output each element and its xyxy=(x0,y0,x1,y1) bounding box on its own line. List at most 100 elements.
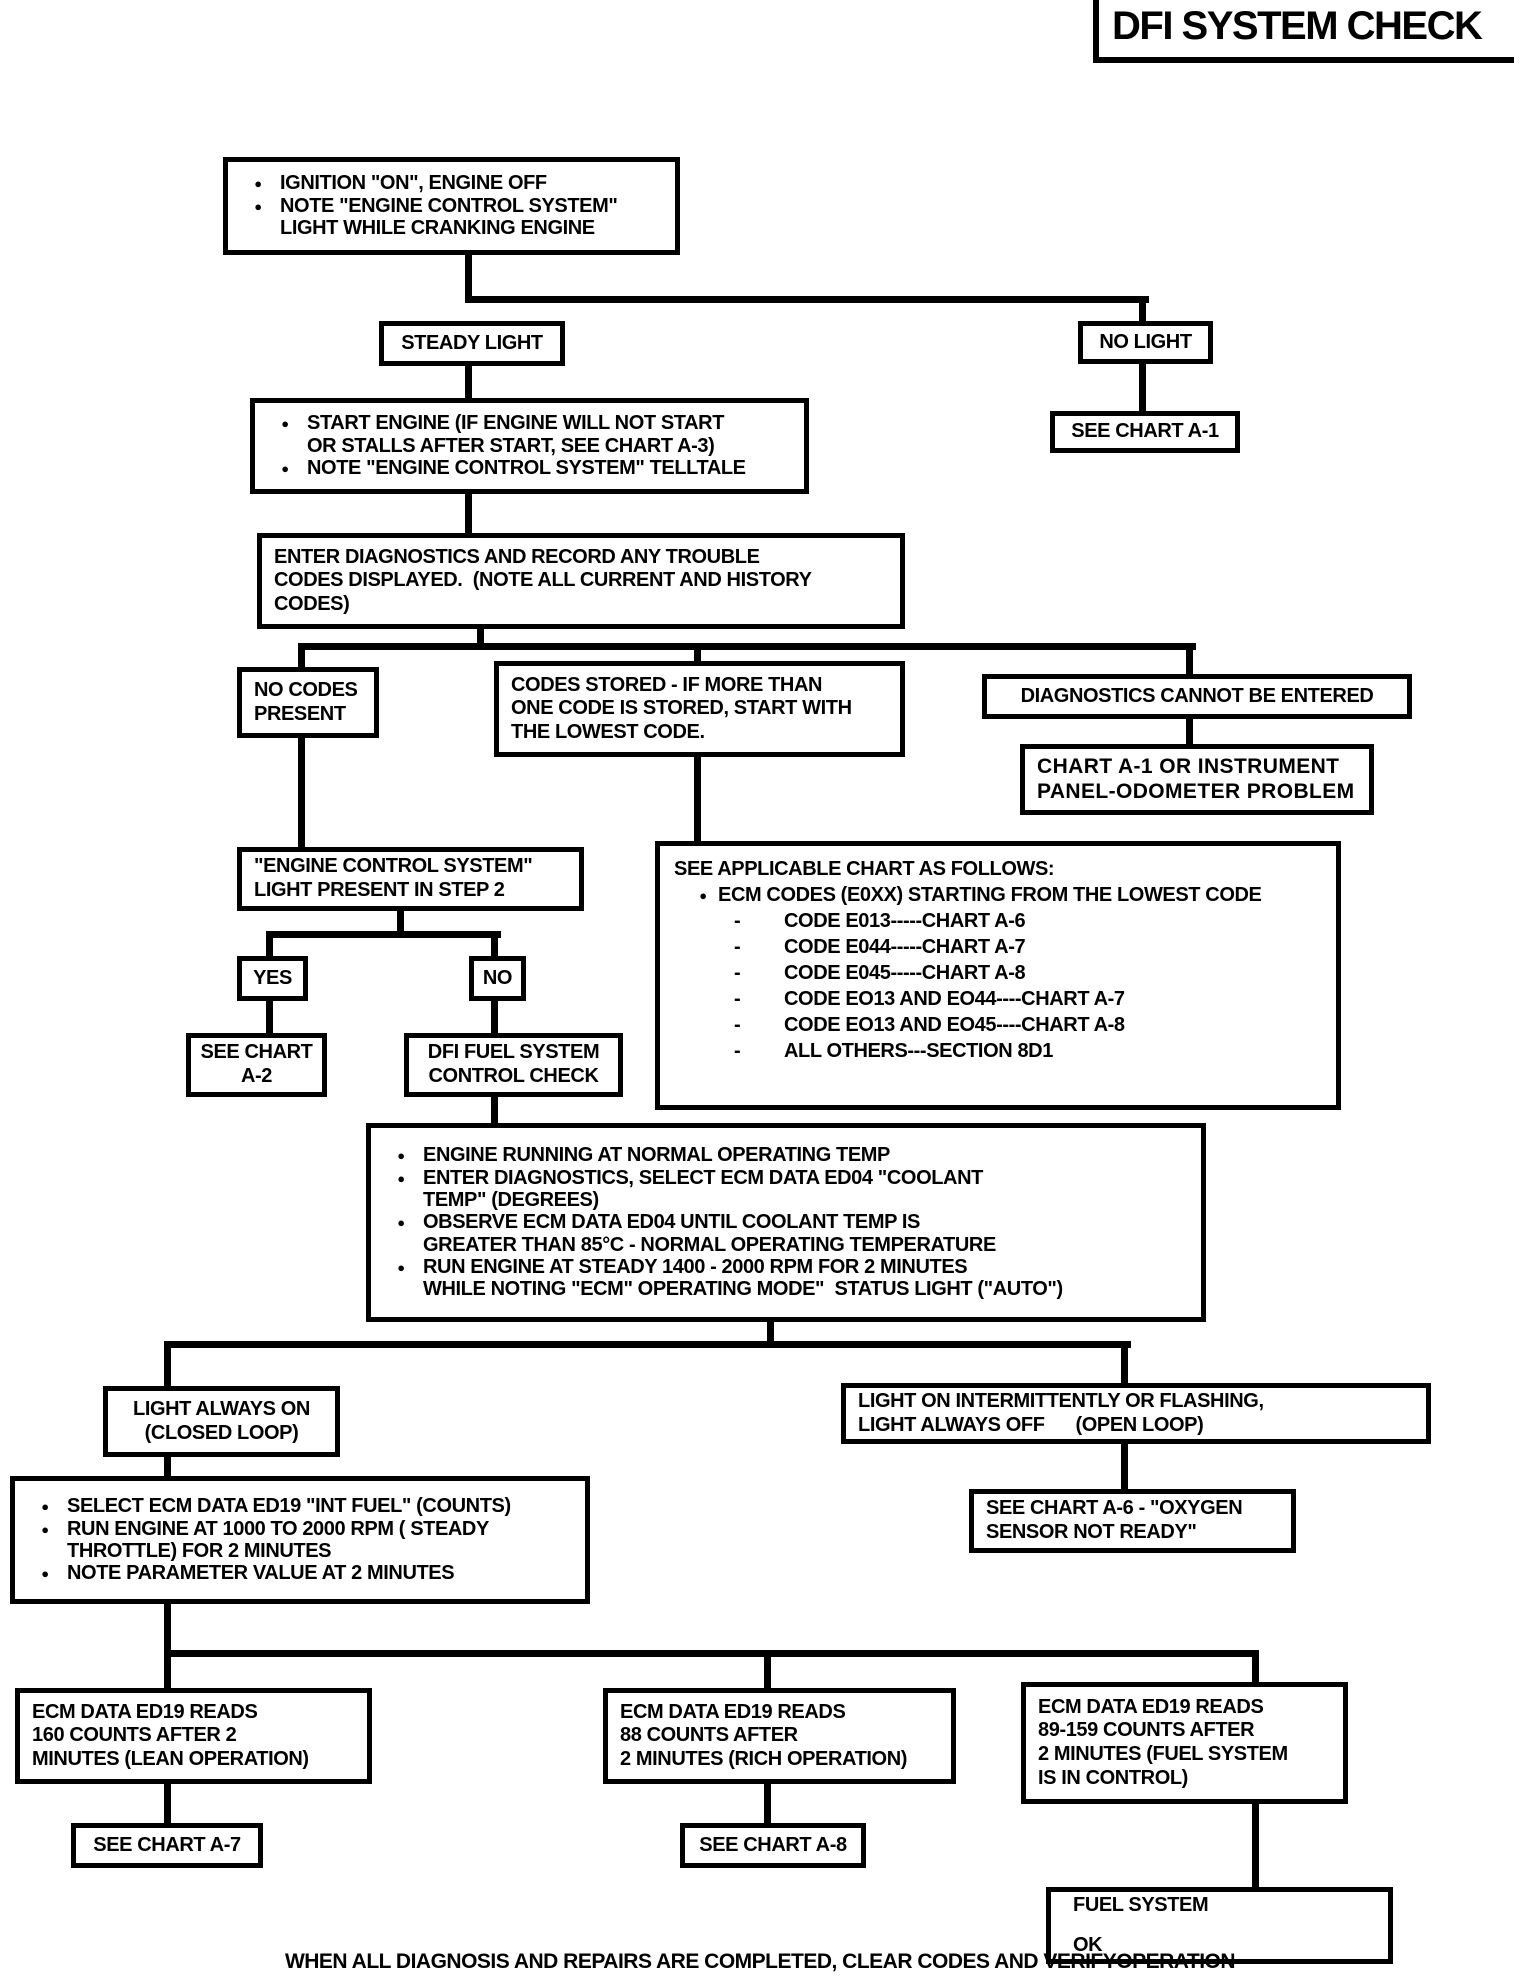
text-line: CODES DISPLAYED. (NOTE ALL CURRENT AND H… xyxy=(274,569,812,592)
list-item: - CODE E013-----CHART A-6 xyxy=(674,908,1322,934)
node-see-chart-a6-oxygen: SEE CHART A-6 - "OXYGEN SENSOR NOT READY… xyxy=(969,1489,1296,1553)
connector xyxy=(164,1341,1131,1348)
text-line: ENTER DIAGNOSTICS AND RECORD ANY TROUBLE xyxy=(274,545,760,568)
list-item-text: CODE E045-----CHART A-8 xyxy=(784,962,1026,984)
node-label: STEADY LIGHT xyxy=(401,331,543,354)
bullet-icon: ● xyxy=(41,1566,49,1582)
list-item: ● ENTER DIAGNOSTICS, SELECT ECM DATA ED0… xyxy=(379,1167,1189,1212)
connector xyxy=(1121,1440,1128,1493)
list-item-text: IGNITION "ON", ENGINE OFF xyxy=(280,172,547,195)
list-item-text: ECM CODES (E0XX) STARTING FROM THE LOWES… xyxy=(718,884,1262,906)
text-line: PANEL-ODOMETER PROBLEM xyxy=(1037,779,1355,803)
dash-icon: - xyxy=(734,1040,741,1062)
text-line: 88 COUNTS AFTER xyxy=(620,1724,798,1747)
list-item-text: ALL OTHERS---SECTION 8D1 xyxy=(784,1040,1053,1062)
node-diagnostics-cannot-be-entered: DIAGNOSTICS CANNOT BE ENTERED xyxy=(982,674,1412,719)
list-item: ● START ENGINE (IF ENGINE WILL NOT START… xyxy=(263,412,792,457)
bullet-icon: ● xyxy=(397,1215,405,1231)
node-label: DIAGNOSTICS CANNOT BE ENTERED xyxy=(1020,684,1374,707)
node-step2: ● START ENGINE (IF ENGINE WILL NOT START… xyxy=(250,398,809,494)
list-item-text: CODE E013-----CHART A-6 xyxy=(784,910,1026,932)
text-line: THROTTLE) FOR 2 MINUTES xyxy=(67,1540,332,1562)
dash-icon: - xyxy=(734,1014,741,1036)
connector xyxy=(764,1780,771,1827)
list-item: - CODE E045-----CHART A-8 xyxy=(674,960,1322,986)
list-item: ● SELECT ECM DATA ED19 "INT FUEL" (COUNT… xyxy=(23,1495,573,1517)
node-step1: ● IGNITION "ON", ENGINE OFF ● NOTE "ENGI… xyxy=(223,157,680,255)
bullet-icon: ● xyxy=(41,1521,49,1537)
list-item-text: START ENGINE (IF ENGINE WILL NOT START O… xyxy=(307,412,792,457)
dash-icon: - xyxy=(734,988,741,1010)
dash-icon: - xyxy=(734,962,741,984)
list-item: - ALL OTHERS---SECTION 8D1 xyxy=(674,1038,1322,1064)
text-line: RUN ENGINE AT STEADY 1400 - 2000 RPM FOR… xyxy=(423,1256,968,1279)
node-see-applicable-chart: SEE APPLICABLE CHART AS FOLLOWS: ● ECM C… xyxy=(655,841,1341,1110)
list-item: - CODE EO13 AND EO45----CHART A-8 xyxy=(674,1012,1322,1038)
list-item: ● ENGINE RUNNING AT NORMAL OPERATING TEM… xyxy=(379,1144,1189,1166)
list-item: ● NOTE "ENGINE CONTROL SYSTEM" TELLTALE xyxy=(263,457,792,479)
connector xyxy=(465,253,472,303)
node-label: NO LIGHT xyxy=(1099,330,1192,353)
text-line: NOTE "ENGINE CONTROL SYSTEM" xyxy=(280,194,618,217)
title-bracket-left xyxy=(1093,0,1099,62)
text-line: PRESENT xyxy=(254,702,346,725)
dash-icon: - xyxy=(734,936,741,958)
node-light-present-step2: "ENGINE CONTROL SYSTEM" LIGHT PRESENT IN… xyxy=(237,847,584,911)
text-line: LIGHT ALWAYS OFF (OPEN LOOP) xyxy=(858,1413,1204,1436)
connector xyxy=(465,296,1149,303)
node-label: NO xyxy=(482,966,513,989)
text-line: LIGHT ALWAYS ON xyxy=(133,1397,310,1420)
list-item: ● NOTE PARAMETER VALUE AT 2 MINUTES xyxy=(23,1562,573,1584)
node-fuel-system-in-control: ECM DATA ED19 READS 89-159 COUNTS AFTER … xyxy=(1021,1682,1348,1804)
list-item-text: RUN ENGINE AT STEADY 1400 - 2000 RPM FOR… xyxy=(423,1256,1189,1301)
text-line: CODES STORED - IF MORE THAN xyxy=(511,673,823,696)
text-line: ENTER DIAGNOSTICS, SELECT ECM DATA ED04 … xyxy=(423,1166,983,1189)
bullet-icon: ● xyxy=(397,1170,405,1186)
list-item-text: NOTE "ENGINE CONTROL SYSTEM" LIGHT WHILE… xyxy=(280,195,663,240)
connector xyxy=(1139,296,1146,326)
connector xyxy=(164,1650,171,1692)
connector xyxy=(465,360,472,402)
node-open-loop: LIGHT ON INTERMITTENTLY OR FLASHING, LIG… xyxy=(841,1383,1431,1444)
text-line: DFI FUEL SYSTEM xyxy=(427,1041,600,1064)
list-item-text: CODE EO13 AND EO45----CHART A-8 xyxy=(784,1014,1125,1036)
list-item-text: NOTE "ENGINE CONTROL SYSTEM" TELLTALE xyxy=(307,457,746,480)
node-label: SEE CHART A-8 xyxy=(699,1833,847,1856)
text-line: LIGHT WHILE CRANKING ENGINE xyxy=(280,217,595,240)
text-line: LIGHT ON INTERMITTENTLY OR FLASHING, xyxy=(858,1389,1264,1412)
connector xyxy=(694,643,701,665)
node-no-light: NO LIGHT xyxy=(1078,321,1213,364)
list-item: ● ECM CODES (E0XX) STARTING FROM THE LOW… xyxy=(674,882,1322,908)
text-line: START ENGINE (IF ENGINE WILL NOT START xyxy=(307,412,725,435)
list-item: ● RUN ENGINE AT STEADY 1400 - 2000 RPM F… xyxy=(379,1256,1189,1301)
bullet-icon: ● xyxy=(281,461,289,477)
node-lean-operation: ECM DATA ED19 READS 160 COUNTS AFTER 2 M… xyxy=(15,1688,372,1784)
text-line: A-2 xyxy=(240,1065,273,1087)
text-line: CONTROL CHECK xyxy=(428,1065,599,1087)
node-steady-light: STEADY LIGHT xyxy=(379,321,565,366)
connector xyxy=(465,490,472,538)
text-line: 2 MINUTES (FUEL SYSTEM xyxy=(1038,1743,1288,1765)
text-line: NO CODES xyxy=(254,678,358,701)
text-line: LIGHT PRESENT IN STEP 2 xyxy=(254,879,505,901)
text-line: "ENGINE CONTROL SYSTEM" xyxy=(254,855,533,878)
bullet-icon: ● xyxy=(41,1499,49,1515)
connector xyxy=(1121,1341,1128,1387)
text-line: 89-159 COUNTS AFTER xyxy=(1038,1719,1255,1742)
page-title: DFI SYSTEM CHECK xyxy=(1112,4,1483,48)
text-line: OBSERVE ECM DATA ED04 UNTIL COOLANT TEMP… xyxy=(423,1211,920,1234)
text-line: IS IN CONTROL) xyxy=(1038,1766,1188,1789)
bullet-icon: ● xyxy=(397,1260,405,1276)
connector xyxy=(164,1600,171,1657)
text-line: SEE CHART xyxy=(200,1041,313,1064)
text-line: TEMP" (DEGREES) xyxy=(423,1188,599,1211)
connector xyxy=(694,753,701,845)
list-item: - CODE EO13 AND EO44----CHART A-7 xyxy=(674,986,1322,1012)
node-label: SEE CHART A-1 xyxy=(1071,420,1219,443)
node-see-chart-a2: SEE CHART A-2 xyxy=(186,1033,327,1097)
text-line: OR STALLS AFTER START, SEE CHART A-3) xyxy=(307,434,715,457)
text-line: CHART A-1 OR INSTRUMENT xyxy=(1037,754,1340,778)
connector xyxy=(266,931,501,938)
text-line: SEE APPLICABLE CHART AS FOLLOWS: xyxy=(674,858,1055,880)
